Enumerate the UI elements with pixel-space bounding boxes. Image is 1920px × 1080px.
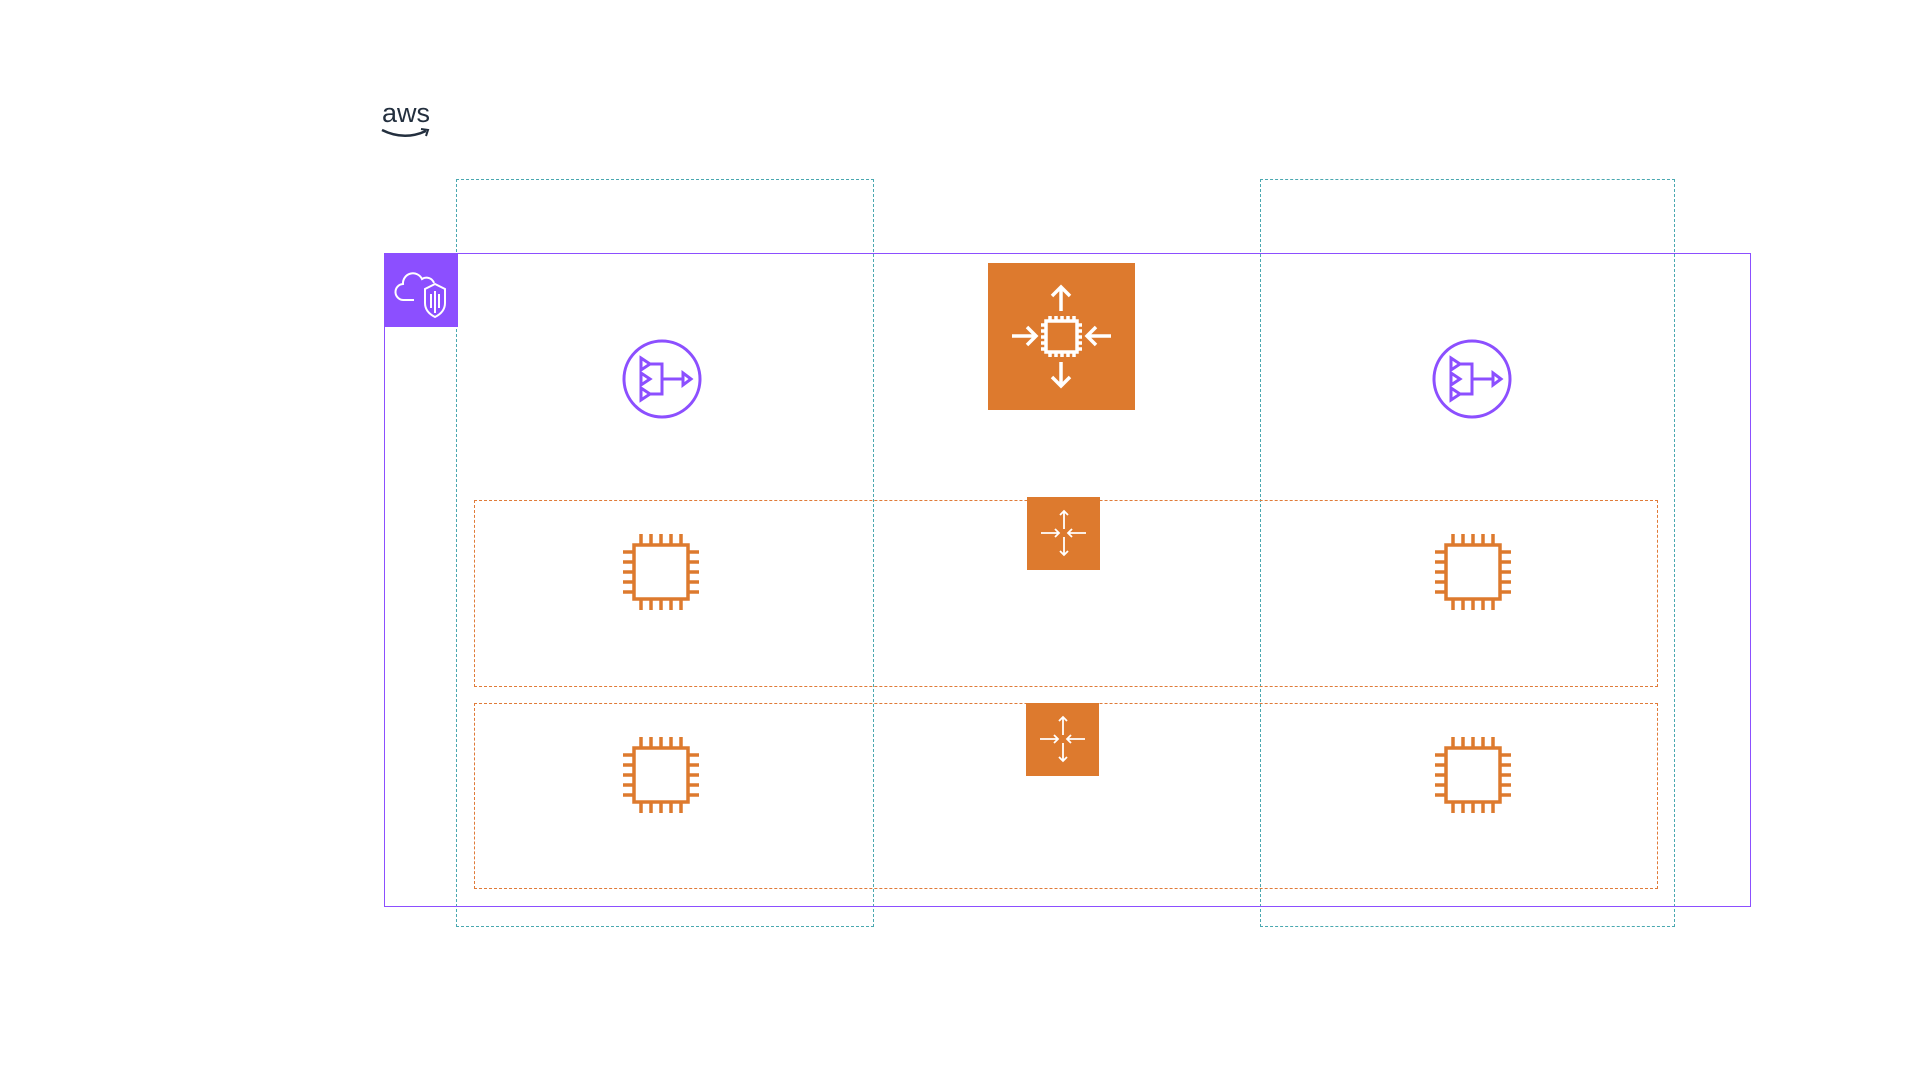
load-balancer-icon-2 [1026,703,1099,776]
auto-scaling-icon [988,263,1135,410]
vpc-group [384,253,1751,907]
ec2-instance-icon-2 [1432,531,1514,613]
ec2-instance-icon-3 [620,734,702,816]
ec2-instance-icon-1 [620,531,702,613]
nat-gateway-icon-1 [621,338,703,420]
aws-logo-text: aws [381,98,430,128]
availability-zone-2 [1260,179,1675,927]
aws-logo: aws [378,100,434,142]
ec2-instance-icon-4 [1432,734,1514,816]
availability-zone-1 [456,179,874,927]
vpc-cloud-shield-icon [384,253,458,327]
load-balancer-icon-1 [1027,497,1100,570]
nat-gateway-icon-2 [1431,338,1513,420]
